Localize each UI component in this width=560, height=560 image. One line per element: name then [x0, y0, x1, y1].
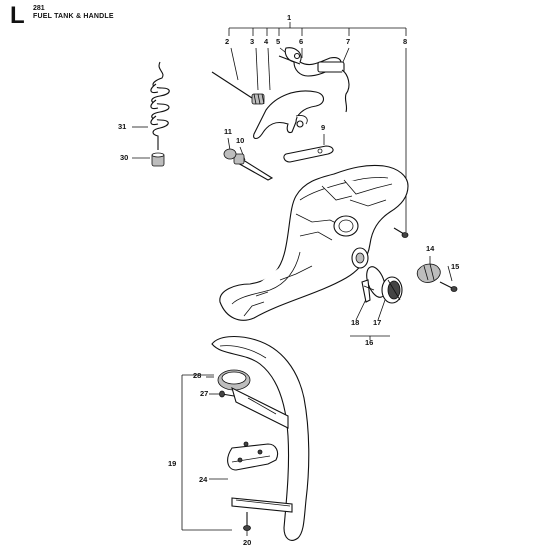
callout-1: 1 [287, 13, 291, 22]
diagram-title: FUEL TANK & HANDLE [33, 13, 114, 20]
pin-5 [278, 55, 301, 65]
callout-14: 14 [426, 244, 435, 253]
fuel-tank-housing [219, 164, 409, 321]
front-handle [211, 335, 310, 541]
throttle-trigger [253, 90, 325, 140]
callout-16: 16 [365, 338, 373, 347]
handle-bracket [227, 441, 279, 471]
leader-lines [132, 47, 453, 536]
callout-17: 17 [373, 318, 381, 327]
rubber-grommet [416, 263, 441, 283]
vent-cap [223, 148, 237, 160]
fuel-cap [381, 276, 403, 304]
cap-strap [361, 279, 375, 303]
screw-15 [439, 281, 458, 292]
callout-6: 6 [299, 37, 303, 46]
callout-20: 20 [243, 538, 251, 547]
fuel-hose-spring [150, 61, 170, 150]
callout-24: 24 [199, 475, 208, 484]
callout-11: 11 [224, 127, 232, 136]
fuel-filter [151, 152, 165, 167]
callout-18: 18 [351, 318, 359, 327]
throttle-rod [211, 71, 253, 99]
bracket [283, 145, 334, 163]
callout-15: 15 [451, 262, 459, 271]
callout-10: 10 [236, 136, 244, 145]
vent-valve [233, 153, 274, 181]
callout-9: 9 [321, 123, 325, 132]
callout-3: 3 [250, 37, 254, 46]
callout-5: 5 [276, 37, 280, 46]
callout-28: 28 [193, 371, 201, 380]
callout-2: 2 [225, 37, 229, 46]
callout-30: 30 [120, 153, 128, 162]
callout-7: 7 [346, 37, 350, 46]
callout-19: 19 [168, 459, 176, 468]
screw-8 [393, 227, 409, 238]
model-number: 281 [33, 5, 45, 12]
callout-27: 27 [200, 389, 208, 398]
leader-bracket-1 [228, 22, 407, 36]
screw-27 [219, 390, 235, 398]
spring-7 [341, 69, 350, 113]
screw-20 [243, 512, 251, 531]
section-letter: L [10, 2, 25, 29]
return-spring [251, 93, 265, 105]
callout-4: 4 [264, 37, 269, 46]
callout-8: 8 [403, 37, 407, 46]
callout-31: 31 [118, 122, 126, 131]
